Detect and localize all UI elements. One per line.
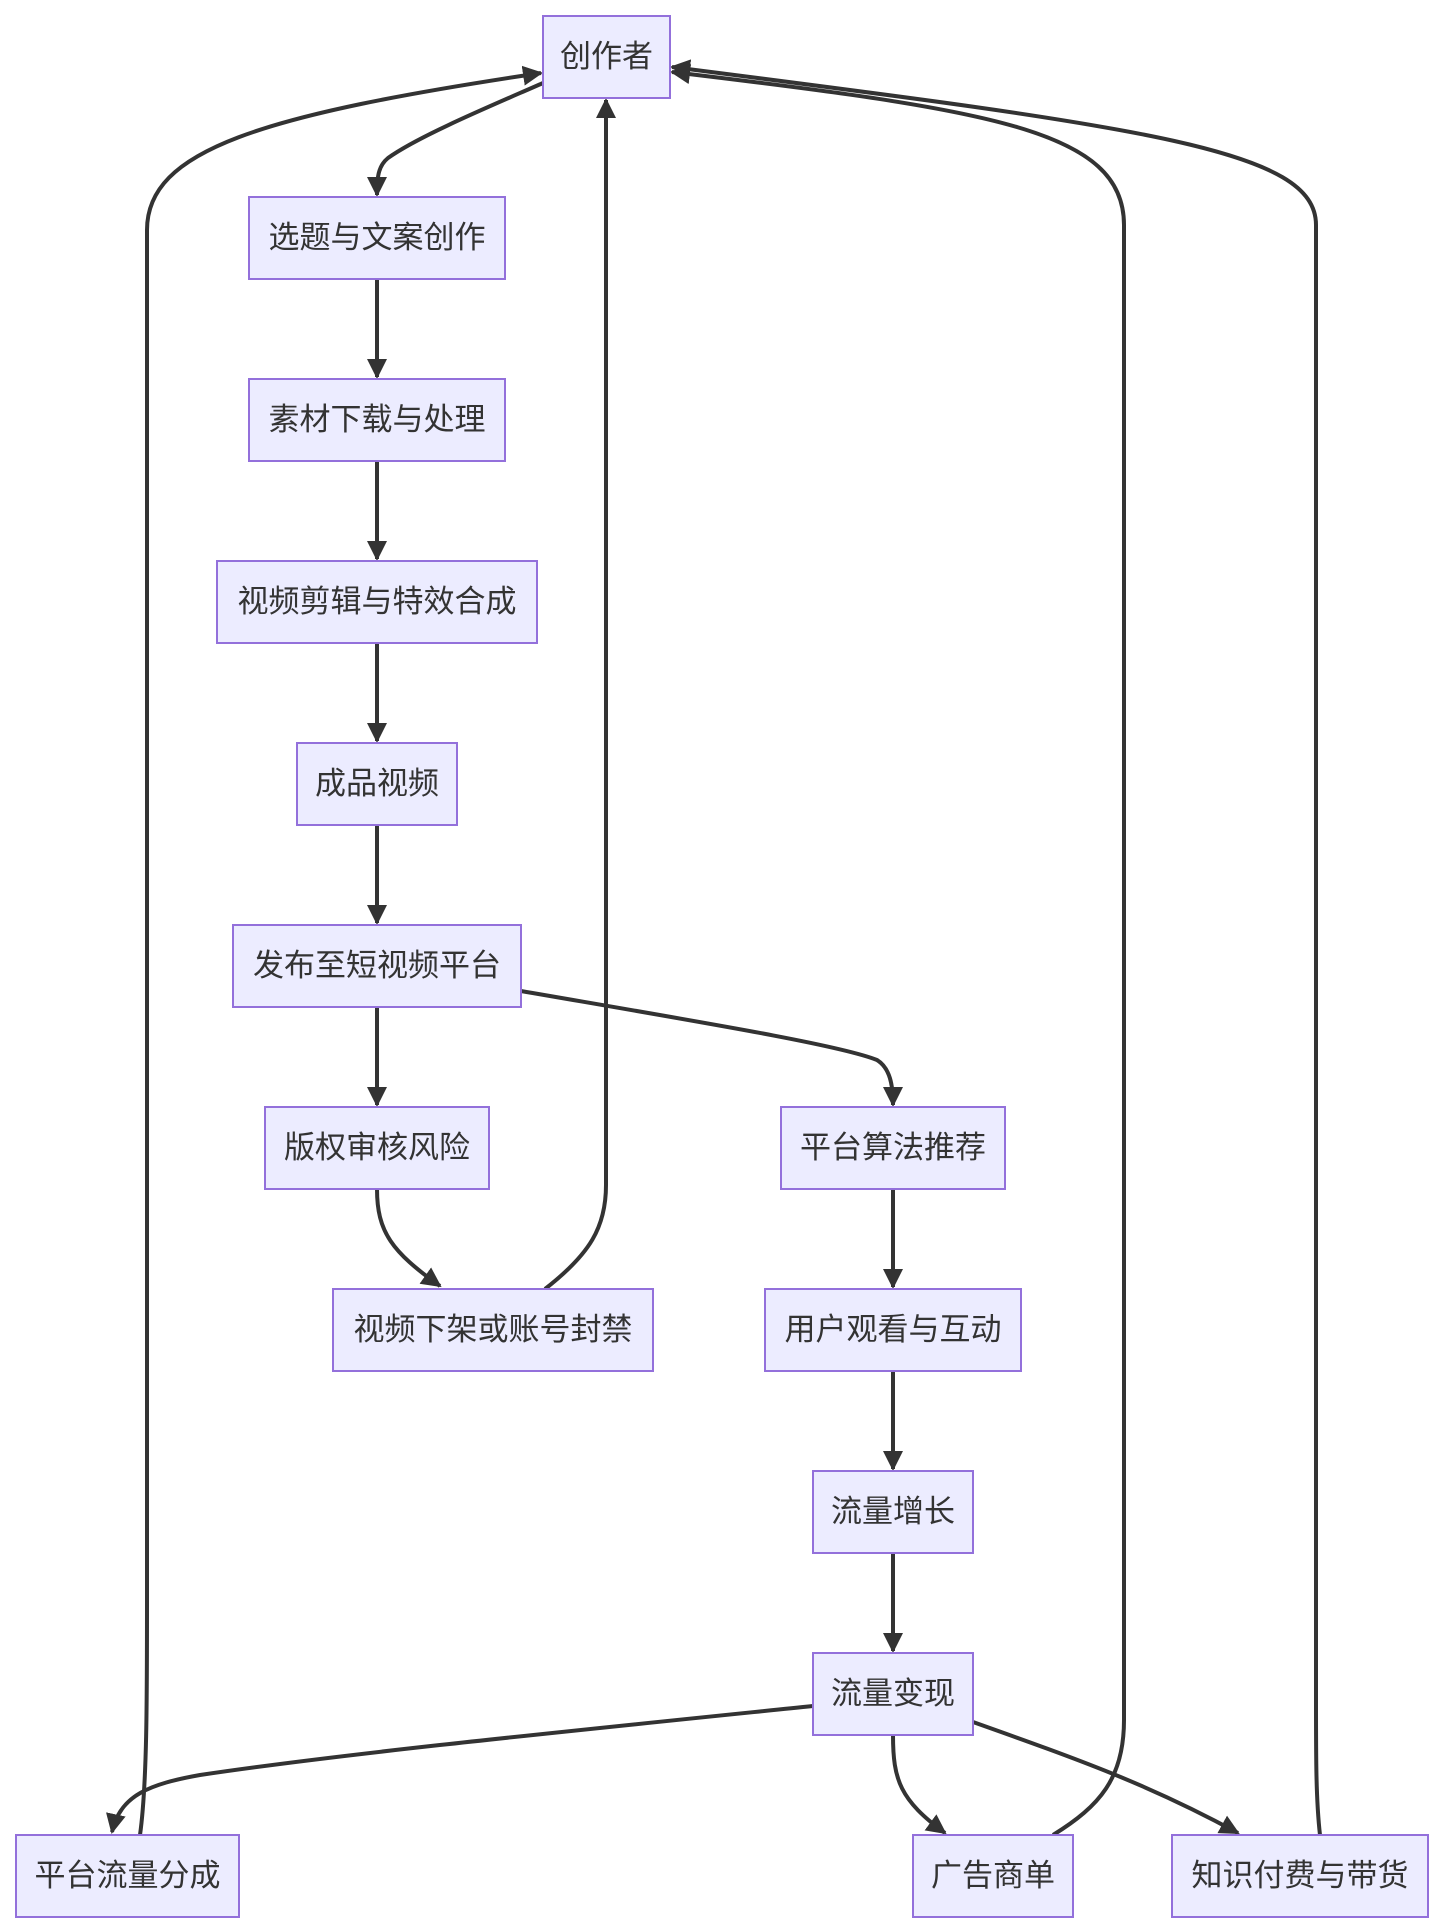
edge-creator-to-topic	[367, 81, 544, 197]
edge-ads-to-creator	[670, 64, 1126, 1837]
edge-copyright-to-ban	[375, 1188, 442, 1288]
node-label: 平台算法推荐	[800, 1130, 986, 1166]
node-label: 版权审核风险	[284, 1130, 470, 1166]
edge-share-to-creator	[138, 65, 543, 1836]
node-label: 选题与文案创作	[269, 220, 486, 256]
node-ads: 广告商单	[912, 1834, 1074, 1918]
node-label: 创作者	[560, 39, 653, 75]
node-edit: 视频剪辑与特效合成	[216, 560, 538, 644]
node-label: 发布至短视频平台	[253, 948, 501, 984]
node-box	[296, 742, 458, 826]
node-knowledge: 知识付费与带货	[1171, 1834, 1429, 1918]
node-box	[764, 1288, 1022, 1372]
node-final: 成品视频	[296, 742, 458, 826]
edge-ban-to-creator	[543, 98, 616, 1291]
node-monetize: 流量变现	[812, 1652, 974, 1736]
node-box	[248, 196, 506, 280]
node-label: 视频剪辑与特效合成	[238, 584, 517, 620]
edge-monetize-to-ads	[891, 1734, 947, 1835]
node-box	[232, 924, 522, 1008]
node-creator: 创作者	[542, 15, 671, 99]
edge-publish-to-algo	[520, 989, 903, 1107]
node-box	[216, 560, 538, 644]
node-topic: 选题与文案创作	[248, 196, 506, 280]
node-copyright: 版权审核风险	[264, 1106, 490, 1190]
node-ban: 视频下架或账号封禁	[332, 1288, 654, 1372]
node-box	[912, 1834, 1074, 1918]
node-label: 视频下架或账号封禁	[354, 1312, 633, 1348]
node-box	[15, 1834, 240, 1918]
node-label: 用户观看与互动	[785, 1312, 1002, 1348]
edge-monetize-to-share	[106, 1704, 814, 1834]
node-label: 流量增长	[831, 1494, 955, 1530]
edges-layer	[106, 59, 1322, 1837]
node-watch: 用户观看与互动	[764, 1288, 1022, 1372]
node-box	[332, 1288, 654, 1372]
node-label: 知识付费与带货	[1192, 1858, 1409, 1894]
nodes-layer: 创作者选题与文案创作素材下载与处理视频剪辑与特效合成成品视频发布至短视频平台版权…	[15, 15, 1429, 1918]
node-algo: 平台算法推荐	[780, 1106, 1006, 1190]
node-box	[1171, 1834, 1429, 1918]
node-share: 平台流量分成	[15, 1834, 240, 1918]
node-label: 平台流量分成	[35, 1858, 221, 1894]
node-box	[812, 1652, 974, 1736]
node-box	[812, 1470, 974, 1554]
node-label: 广告商单	[931, 1858, 1055, 1894]
node-box	[780, 1106, 1006, 1190]
edge-knowledge-to-creator	[670, 59, 1322, 1836]
node-box	[248, 378, 506, 462]
node-label: 成品视频	[315, 766, 439, 802]
node-label: 流量变现	[831, 1676, 955, 1712]
node-growth: 流量增长	[812, 1470, 974, 1554]
edge-monetize-to-knowledge	[972, 1720, 1240, 1835]
node-label: 素材下载与处理	[269, 402, 486, 438]
node-box	[542, 15, 671, 99]
node-material: 素材下载与处理	[248, 378, 506, 462]
node-publish: 发布至短视频平台	[232, 924, 522, 1008]
node-box	[264, 1106, 490, 1190]
